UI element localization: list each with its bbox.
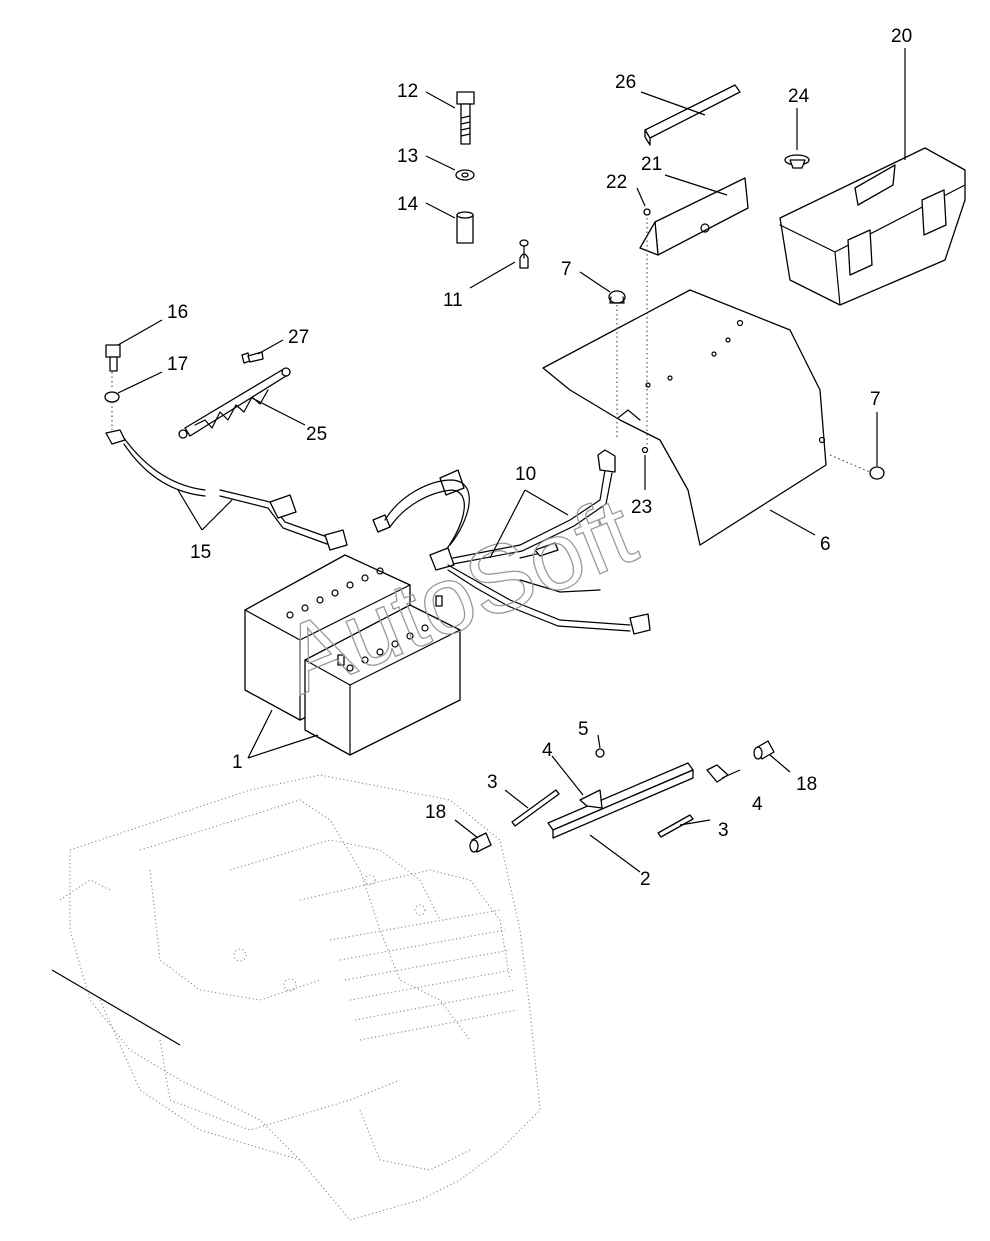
callout-18-left: 18 [425,802,446,823]
callout-14: 14 [397,194,419,215]
knob [784,154,810,169]
callout-26: 26 [615,72,636,93]
callout-1: 1 [232,752,243,773]
callout-4-right: 4 [752,794,763,815]
callout-3-left: 3 [487,772,498,793]
callout-7-top: 7 [561,259,572,280]
callout-21: 21 [641,154,662,175]
tool-box [779,147,966,306]
callout-4-left: 4 [542,740,553,761]
callout-15: 15 [190,542,211,563]
callout-17: 17 [167,354,188,375]
callout-18-right: 18 [796,774,817,795]
leader-lines [117,48,906,873]
callout-23: 23 [631,497,652,518]
callout-10: 10 [515,464,536,485]
battery-cover [542,289,827,546]
callout-3-right: 3 [718,820,729,841]
machine-ghost-outline [51,774,541,1221]
callout-labels: 1 2 3 3 4 4 5 6 7 7 10 11 12 13 14 15 16… [167,26,912,890]
callout-22: 22 [606,172,627,193]
battery-cable-10 [372,449,651,635]
battery-holddown-hardware [469,740,775,853]
battery-cable-15 [105,429,348,551]
bolt-stack [455,91,529,269]
callout-20: 20 [891,26,912,47]
fasteners [608,208,885,480]
batteries [244,554,461,756]
callout-2: 2 [640,869,651,890]
ground-strap-hardware [104,344,291,439]
callout-11: 11 [443,290,463,311]
callout-16: 16 [167,302,188,323]
callout-7-right: 7 [870,389,881,410]
bar [644,84,741,146]
callout-13: 13 [397,146,418,167]
callout-12: 12 [397,81,418,102]
callout-24: 24 [788,86,810,107]
callout-6: 6 [820,534,831,555]
callout-27: 27 [288,327,309,348]
callout-25: 25 [306,424,327,445]
callout-5: 5 [578,719,589,740]
bracket [639,177,749,256]
